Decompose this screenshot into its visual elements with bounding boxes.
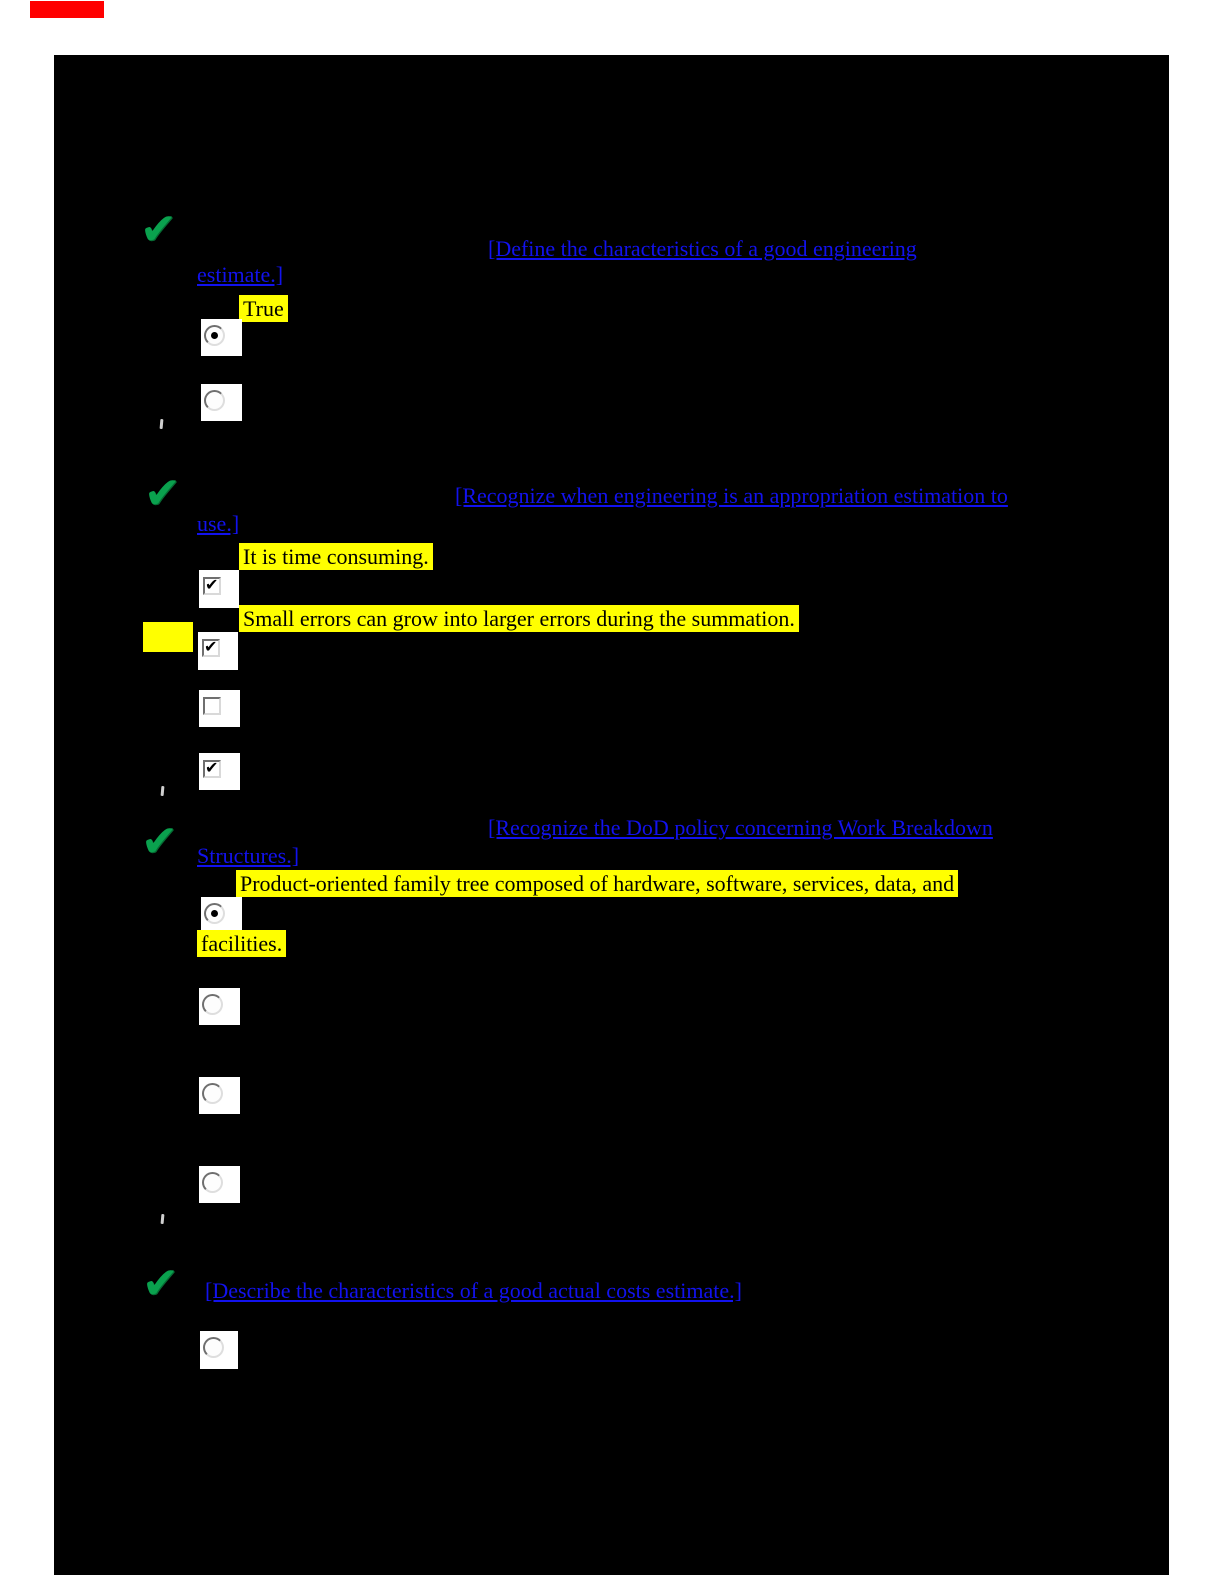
radio-glyph [202, 994, 223, 1015]
red-artifact-bar [30, 1, 104, 18]
checkbox-glyph [203, 575, 221, 595]
highlight-empty-block [143, 622, 193, 652]
radio-glyph [204, 325, 225, 346]
checkbox-checked[interactable] [199, 570, 239, 608]
radio-glyph [202, 1083, 223, 1104]
highlighted-answer-text: Small errors can grow into larger errors… [239, 605, 799, 632]
radio-button-unselected[interactable] [200, 1331, 238, 1369]
objective-link-line2[interactable]: estimate.] [197, 262, 284, 287]
checkbox-glyph [203, 697, 221, 715]
radio-button-unselected[interactable] [201, 384, 242, 421]
highlighted-answer-text: facilities. [197, 930, 287, 957]
radio-glyph [204, 903, 225, 924]
radio-glyph [202, 1172, 223, 1193]
correct-check-icon: ✔ [144, 468, 181, 519]
checkbox-checked[interactable] [198, 632, 238, 670]
correct-check-icon: ✔ [141, 816, 178, 867]
checkbox-glyph [203, 758, 221, 778]
correct-check-icon: ✔ [140, 204, 177, 255]
radio-button-selected[interactable] [201, 319, 242, 356]
objective-link-line1[interactable]: [Recognize the DoD policy concerning Wor… [488, 815, 993, 840]
objective-link-line2[interactable]: Structures.] [197, 843, 300, 868]
objective-link-line1[interactable]: [Describe the characteristics of a good … [205, 1278, 742, 1303]
checkbox-unchecked[interactable] [199, 690, 240, 727]
checkbox-glyph [202, 637, 220, 657]
highlighted-answer-text: It is time consuming. [239, 543, 433, 570]
radio-button-unselected[interactable] [199, 1077, 240, 1114]
highlighted-answer-text: Product-oriented family tree composed of… [236, 870, 959, 897]
objective-link-line2[interactable]: use.] [197, 511, 240, 536]
correct-check-icon: ✔ [142, 1258, 179, 1309]
radio-glyph [204, 390, 225, 411]
radio-button-selected[interactable] [201, 897, 242, 934]
radio-glyph [203, 1337, 224, 1358]
checkbox-checked[interactable] [199, 753, 240, 790]
objective-link-line1[interactable]: [Define the characteristics of a good en… [488, 236, 917, 261]
radio-button-unselected[interactable] [199, 988, 240, 1025]
radio-button-unselected[interactable] [199, 1166, 240, 1203]
highlighted-answer-text: True [239, 295, 288, 322]
objective-link-line1[interactable]: [Recognize when engineering is an approp… [455, 483, 1008, 508]
